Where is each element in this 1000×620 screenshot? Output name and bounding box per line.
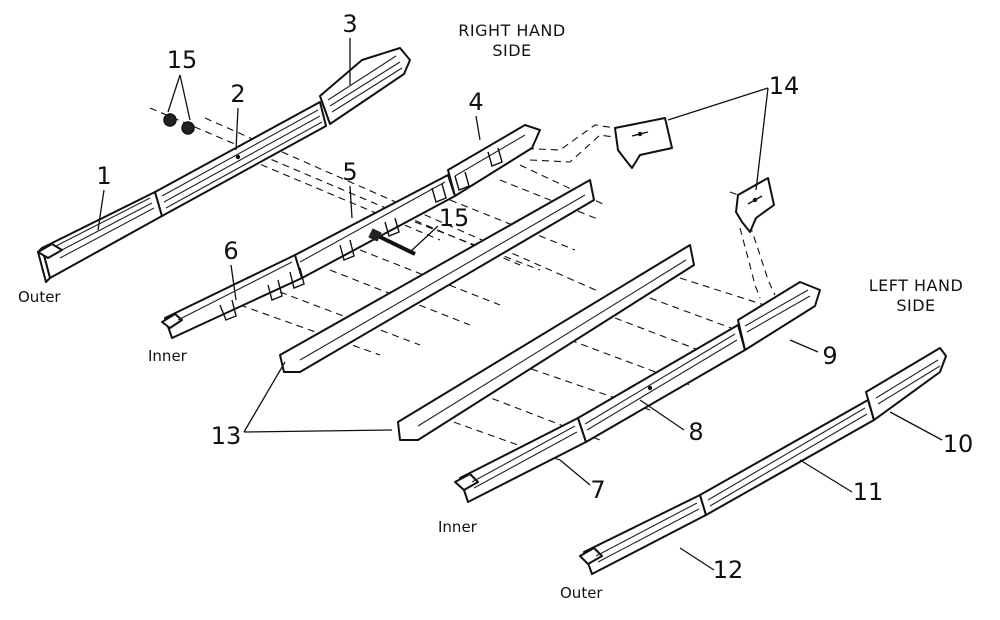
part-number-8: 8 [688,418,703,446]
outer-right-rail [37,47,411,283]
part-number-5: 5 [342,158,357,186]
part-number-9: 9 [822,342,837,370]
inner-left-rail [454,281,821,503]
mounting-bracket-lower [735,177,775,233]
part-number-13: 13 [211,422,242,450]
sill-strip-lower [397,244,695,441]
part-number-1: 1 [96,162,111,190]
outer-left-label: Outer [560,584,603,602]
bolt-fastener [368,228,416,256]
right-hand-side-label-line1: RIGHT HAND [458,21,565,40]
part-number-10: 10 [943,430,974,458]
left-hand-side-label-line1: LEFT HAND [869,276,964,295]
left-hand-side-label-line2: SIDE [896,296,935,315]
part-number-15-bolt: 15 [439,204,470,232]
nut-fasteners [163,113,195,135]
sill-strip-upper [279,179,595,373]
part-number-7: 7 [590,476,605,504]
part-number-2: 2 [230,80,245,108]
inner-left-label: Inner [438,518,478,536]
part-number-3: 3 [342,10,357,38]
inner-right-label: Inner [148,347,188,365]
part-number-6: 6 [223,237,238,265]
inner-right-rail [161,124,541,339]
part-number-12: 12 [713,556,744,584]
part-number-4: 4 [468,88,483,116]
leader-lines [97,38,943,571]
part-number-11: 11 [853,478,884,506]
right-hand-side-label-line2: SIDE [492,41,531,60]
part-number-14: 14 [769,72,800,100]
outer-right-label: Outer [18,288,61,306]
mounting-bracket-upper [614,117,673,169]
part-number-15-nuts: 15 [167,46,198,74]
outer-left-rail [579,347,947,575]
